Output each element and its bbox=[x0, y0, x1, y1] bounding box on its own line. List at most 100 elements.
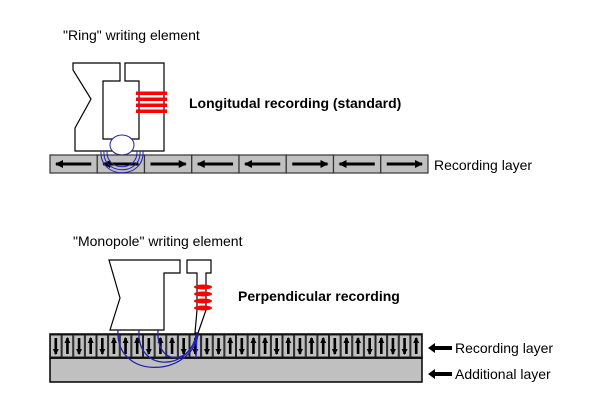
arrow-up-icon bbox=[110, 337, 117, 343]
magnetization-cell bbox=[387, 334, 399, 358]
magnetization-cell bbox=[236, 334, 248, 358]
arrow-up-icon bbox=[262, 337, 269, 343]
magnetization-cell bbox=[143, 154, 193, 174]
monopole-coil bbox=[194, 284, 212, 311]
magnetization-cell bbox=[375, 334, 388, 358]
magnetization-cell bbox=[143, 334, 155, 358]
arrow-down-icon bbox=[203, 349, 210, 355]
magnetization-cell bbox=[352, 334, 364, 358]
magnetization-cell bbox=[131, 334, 143, 358]
arrow-up-icon bbox=[285, 337, 292, 343]
magnetization-cell bbox=[73, 334, 85, 358]
arrow-down-icon bbox=[76, 349, 83, 355]
arrow-up-icon bbox=[169, 337, 176, 343]
arrow-down-icon bbox=[273, 349, 280, 355]
ring-coil bbox=[136, 91, 167, 113]
arrow-left-icon bbox=[102, 160, 111, 168]
magnetization-cell bbox=[247, 334, 260, 358]
arrow-down-icon bbox=[52, 349, 59, 355]
arrow-down-icon bbox=[389, 349, 396, 355]
recording-layer-label-top: Recording layer bbox=[434, 157, 533, 173]
magnetization-cell bbox=[212, 334, 225, 358]
coil-winding bbox=[136, 91, 167, 95]
arrow-up-icon bbox=[355, 337, 362, 343]
arrow-down-icon bbox=[401, 349, 408, 355]
magnetization-cell bbox=[201, 334, 213, 358]
arrow-up-icon bbox=[320, 337, 327, 343]
magnetization-cell bbox=[61, 334, 74, 358]
additional-layer bbox=[49, 357, 423, 383]
arrow-up-icon bbox=[343, 337, 350, 343]
coil-winding bbox=[136, 97, 167, 101]
monopole-head bbox=[108, 259, 212, 334]
arrow-down-icon bbox=[180, 349, 187, 355]
monopole-main-pole bbox=[186, 259, 212, 334]
magnetization-cell bbox=[224, 334, 236, 358]
arrow-down-icon bbox=[366, 349, 373, 355]
arrow-down-icon bbox=[99, 349, 106, 355]
arrow-right-icon bbox=[320, 160, 329, 168]
additional-layer-pointer-icon bbox=[428, 369, 452, 379]
arrow-down-icon bbox=[296, 349, 303, 355]
coil-winding bbox=[194, 298, 212, 304]
magnetization-cell bbox=[398, 334, 411, 358]
magnetization-cell bbox=[49, 154, 98, 174]
magnetization-cell bbox=[191, 154, 240, 174]
arrow-right-icon bbox=[415, 160, 423, 168]
magnetization-cell bbox=[380, 154, 429, 174]
arrow-up-icon bbox=[413, 337, 420, 343]
recording-layer-pointer-icon bbox=[428, 343, 452, 353]
magnetization-cell bbox=[294, 334, 306, 358]
magnetization-cell bbox=[50, 334, 62, 358]
monopole-field-lines bbox=[117, 329, 199, 368]
magnetization-cell bbox=[410, 334, 422, 358]
magnetization-cell bbox=[270, 334, 283, 358]
magnetization-cell bbox=[332, 154, 382, 174]
coil-winding bbox=[194, 291, 212, 297]
arrow-up-icon bbox=[250, 337, 257, 343]
ring-gap bbox=[109, 134, 135, 156]
magnetization-cell bbox=[177, 334, 190, 358]
coil-winding bbox=[136, 109, 167, 113]
arrow-left-icon bbox=[55, 160, 63, 168]
magnetization-cell bbox=[340, 334, 353, 358]
arrow-up-icon bbox=[134, 337, 141, 343]
arrow-up-icon bbox=[378, 337, 385, 343]
ring-field-lines bbox=[100, 150, 144, 174]
magnetization-cell bbox=[317, 334, 329, 358]
magnetization-cell bbox=[329, 334, 341, 358]
additional-layer-label: Additional layer bbox=[455, 366, 551, 382]
magnetization-cell bbox=[285, 154, 335, 174]
monopole-return-pole bbox=[108, 259, 181, 331]
arrow-down-icon bbox=[331, 349, 338, 355]
longitudinal-recording-layer bbox=[49, 154, 429, 174]
coil-winding bbox=[194, 284, 212, 290]
magnetization-cell bbox=[305, 334, 318, 358]
arrow-up-icon bbox=[308, 337, 315, 343]
arrow-up-icon bbox=[87, 337, 94, 343]
arrow-right-icon bbox=[178, 160, 187, 168]
magnetization-cell bbox=[108, 334, 120, 358]
magnetization-cell bbox=[119, 334, 132, 358]
arrow-left-icon bbox=[244, 160, 252, 168]
arrow-down-icon bbox=[215, 349, 222, 355]
magnetization-cell bbox=[166, 334, 178, 358]
arrow-up-icon bbox=[64, 337, 71, 343]
coil-winding bbox=[136, 103, 167, 107]
recording-layer-label-bottom: Recording layer bbox=[455, 340, 554, 356]
arrow-up-icon bbox=[227, 337, 234, 343]
arrow-down-icon bbox=[145, 349, 152, 355]
coil-winding bbox=[194, 305, 212, 311]
magnetization-cell bbox=[282, 334, 295, 358]
arrow-left-icon bbox=[196, 160, 205, 168]
magnetization-cell bbox=[259, 334, 271, 358]
arrow-up-icon bbox=[122, 337, 129, 343]
label-arrows bbox=[428, 343, 452, 379]
monopole-element-title: "Monopole" writing element bbox=[73, 233, 243, 249]
arrow-down-icon bbox=[238, 349, 245, 355]
longitudinal-recording-label: Longitudal recording (standard) bbox=[189, 95, 402, 111]
magnetization-cell bbox=[84, 334, 97, 358]
perpendicular-recording-layer bbox=[49, 333, 423, 359]
ring-element-title: "Ring" writing element bbox=[63, 27, 200, 43]
